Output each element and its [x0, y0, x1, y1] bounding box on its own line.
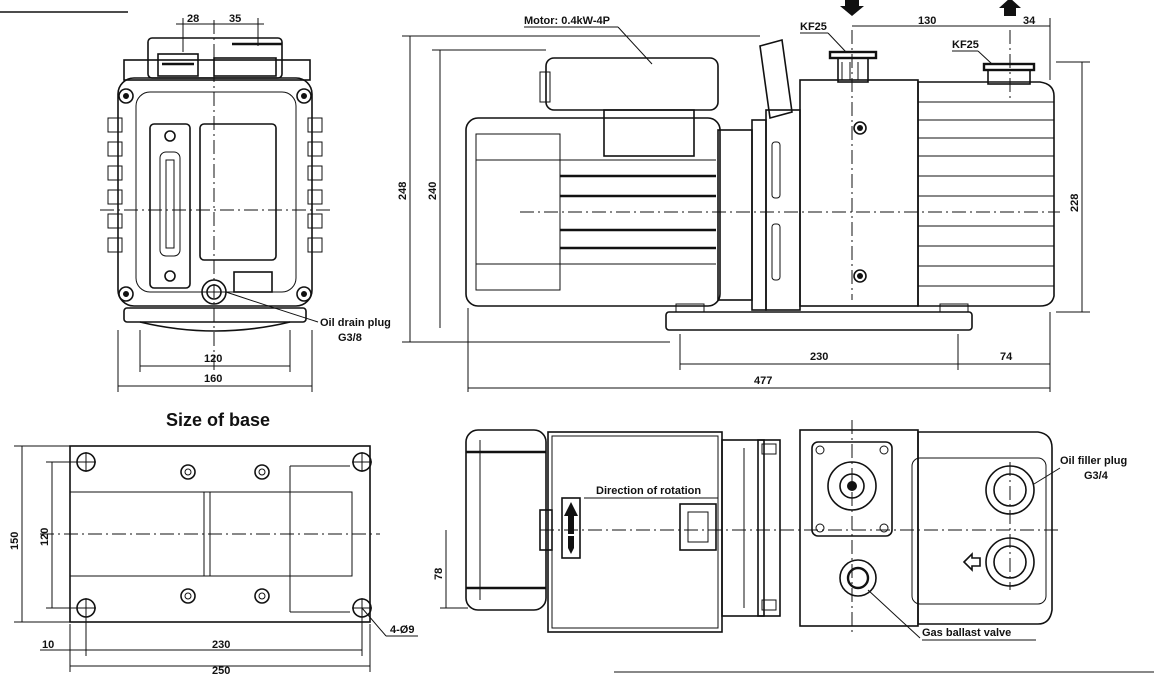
oil-box — [917, 81, 1055, 307]
dim-top-78: 78 — [433, 568, 445, 580]
side-base — [665, 311, 973, 331]
top-switch — [679, 503, 717, 551]
front-top-port-left — [157, 53, 199, 77]
inlet-arrow-icon — [840, 0, 864, 16]
motor-junction-box — [545, 57, 719, 111]
label-oil-drain-thread: G3/8 — [338, 332, 362, 344]
label-inlet-kf25: KF25 — [800, 21, 827, 33]
motor-terminal-block — [603, 109, 695, 157]
dim-side-130: 130 — [918, 15, 936, 27]
pump-block — [799, 79, 919, 307]
dim-base-230: 230 — [212, 639, 230, 651]
motor-fins — [560, 159, 716, 265]
front-fins-right — [307, 117, 323, 253]
dim-front-35: 35 — [229, 13, 241, 25]
front-body — [117, 77, 313, 307]
base-view: Size of base 150 120 10 230 — [9, 410, 418, 676]
label-size-of-base: Size of base — [166, 410, 270, 430]
front-fins-left — [107, 117, 123, 253]
label-oil-filler-plug: Oil filler plug — [1060, 455, 1127, 467]
label-outlet-kf25: KF25 — [952, 39, 979, 51]
top-outlet-arrow-icon — [962, 552, 981, 572]
top-view: Direction of rotation 78 Oi — [433, 420, 1154, 673]
dim-front-120: 120 — [204, 353, 222, 365]
gas-ballast-valve-icon — [839, 559, 877, 597]
label-motor: Motor: 0.4kW-4P — [524, 15, 610, 27]
rotation-arrow-box — [561, 497, 581, 559]
front-base — [123, 307, 307, 323]
front-label-plate — [233, 271, 273, 293]
coupling-housing — [717, 129, 753, 301]
outlet-arrow-icon — [999, 0, 1021, 16]
label-gas-ballast-valve: Gas ballast valve — [922, 627, 1011, 639]
front-panel — [199, 123, 277, 261]
rotation-arrow-icon — [564, 502, 578, 534]
dim-side-230: 230 — [810, 351, 828, 363]
label-oil-drain-plug: Oil drain plug — [320, 317, 391, 329]
dim-base-250: 250 — [212, 665, 230, 676]
dim-side-248: 248 — [397, 182, 409, 200]
front-top-port-right — [213, 57, 277, 77]
dim-side-477: 477 — [754, 375, 772, 387]
label-base-holes: 4-Ø9 — [390, 624, 414, 636]
front-shoulder — [123, 59, 311, 81]
side-handle — [759, 38, 793, 120]
dim-side-240: 240 — [427, 182, 439, 200]
dim-side-34: 34 — [1023, 15, 1036, 27]
label-oil-filler-thread: G3/4 — [1084, 470, 1109, 482]
dim-side-228: 228 — [1069, 194, 1081, 212]
dim-base-10: 10 — [42, 639, 54, 651]
sight-glass — [149, 123, 191, 289]
side-view: 130 34 Motor: 0.4kW-4P KF25 KF25 248 240… — [397, 0, 1090, 392]
dim-front-160: 160 — [204, 373, 222, 385]
label-direction-of-rotation: Direction of rotation — [596, 485, 701, 497]
dim-front-28: 28 — [187, 13, 199, 25]
pump-flange — [765, 109, 801, 311]
dim-base-120: 120 — [39, 528, 51, 546]
dim-base-150: 150 — [9, 532, 21, 550]
top-motor-box — [547, 431, 723, 633]
oil-box-fins — [918, 101, 1054, 287]
dim-side-74: 74 — [1000, 351, 1013, 363]
top-motor-fan — [465, 429, 547, 611]
front-view: 28 35 120 160 Oil drain plug G3/8 — [100, 13, 391, 392]
top-oil-box — [917, 431, 1053, 625]
